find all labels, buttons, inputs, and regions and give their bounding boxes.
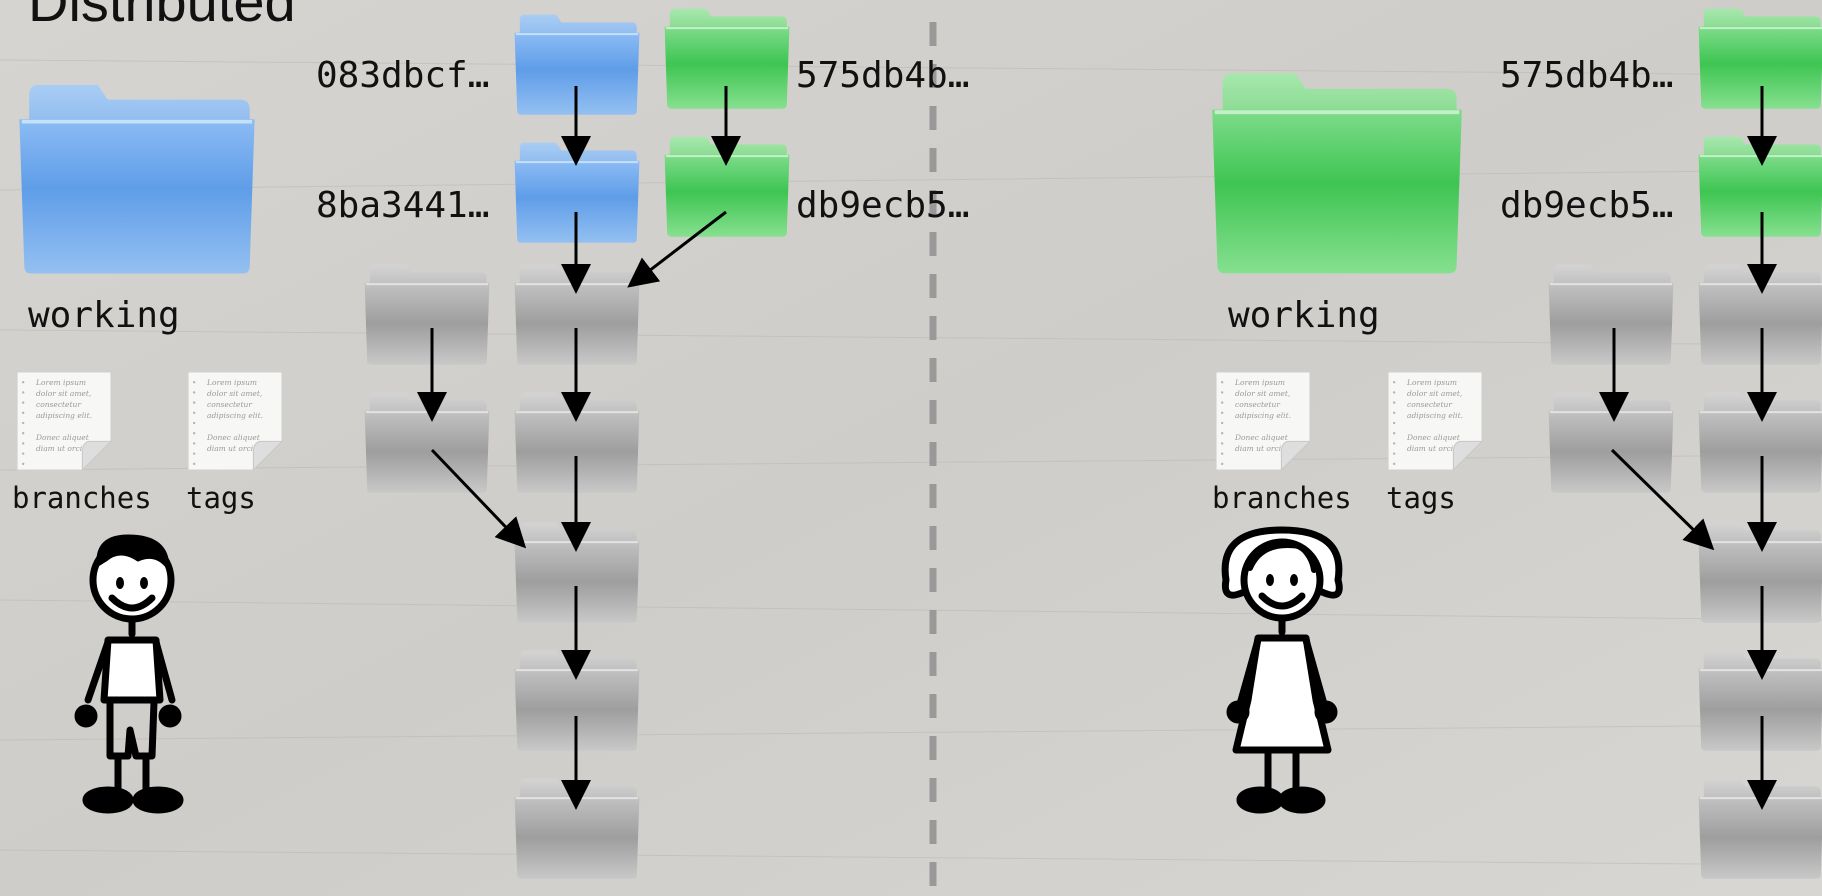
doc-text-line: consectetur <box>36 400 81 409</box>
doc-text-line: Lorem ipsum <box>1406 378 1457 387</box>
branch-folder-gray-right-2 <box>1547 391 1675 494</box>
right-arrows <box>1599 86 1777 810</box>
commit-folder-gray-right-1 <box>1697 263 1822 366</box>
tags-doc-icon-right: Lorem ipsum dolor sit amet, consectetur adi… <box>1387 371 1483 471</box>
branches-label: branches <box>12 481 152 515</box>
commit-folder-gray-right-5 <box>1697 777 1822 880</box>
tags-doc-icon: Lorem ipsum dolor sit amet, consectetur adi… <box>187 371 283 471</box>
doc-text-line: adipiscing elit. <box>1235 411 1291 420</box>
doc-text-line: Lorem ipsum <box>35 378 86 387</box>
commit-label-083dbcf: 083dbcf… <box>316 55 490 96</box>
commit-folder-db9ecb5-right <box>1697 135 1822 238</box>
working-folder-icon-right <box>1210 71 1464 276</box>
boy-figure-icon <box>74 534 184 814</box>
doc-text-line: dolor sit amet, <box>1235 389 1290 398</box>
working-label: working <box>28 295 180 336</box>
doc-text-line: Donec aliquet <box>35 433 90 442</box>
remote-commit-label-db9ecb5: db9ecb5… <box>796 185 970 226</box>
branches-doc-icon: Lorem ipsum dolor sit amet, consectetur adi… <box>16 371 112 471</box>
doc-text-line: diam ut orci <box>36 444 83 453</box>
doc-text-line: Donec aliquet <box>1234 433 1289 442</box>
branches-doc-icon-right: Lorem ipsum dolor sit amet, consectetur adi… <box>1215 371 1311 471</box>
working-label-right: working <box>1228 295 1380 336</box>
branch-folder-gray-right-1 <box>1547 263 1675 366</box>
doc-text-line: adipiscing elit. <box>36 411 92 420</box>
branch-folder-gray-1 <box>363 263 491 366</box>
doc-text-line: Donec aliquet <box>1406 433 1461 442</box>
tags-label: tags <box>186 481 256 515</box>
girl-figure-icon <box>1221 526 1343 814</box>
doc-text-line: diam ut orci <box>207 444 254 453</box>
doc-text-line: Donec aliquet <box>206 433 261 442</box>
doc-text-line: adipiscing elit. <box>207 411 263 420</box>
remote-commit-label-575db4b: 575db4b… <box>796 55 970 96</box>
branches-label-right: branches <box>1212 481 1352 515</box>
slide-title: Distributed <box>28 0 296 33</box>
doc-text-line: Lorem ipsum <box>1234 378 1285 387</box>
commit-label-575db4b-right: 575db4b… <box>1500 55 1674 96</box>
working-folder-icon <box>17 82 257 276</box>
left-arrows <box>417 86 741 810</box>
doc-text-line: adipiscing elit. <box>1407 411 1463 420</box>
commit-label-db9ecb5-right: db9ecb5… <box>1500 185 1674 226</box>
branch-folder-gray-2 <box>363 391 491 494</box>
commit-folder-gray-right-2 <box>1697 391 1822 494</box>
doc-text-line: diam ut orci <box>1235 444 1282 453</box>
doc-text-line: diam ut orci <box>1407 444 1454 453</box>
commit-label-8ba3441: 8ba3441… <box>316 185 490 226</box>
tags-label-right: tags <box>1386 481 1456 515</box>
commit-folder-gray-right-4 <box>1697 649 1822 752</box>
doc-text-line: consectetur <box>1407 400 1452 409</box>
doc-text-line: consectetur <box>1235 400 1280 409</box>
commit-folder-575db4b-right <box>1697 7 1822 110</box>
doc-text-line: dolor sit amet, <box>1407 389 1462 398</box>
doc-text-line: dolor sit amet, <box>36 389 91 398</box>
commit-folder-gray-right-3 <box>1697 521 1822 624</box>
doc-text-line: Lorem ipsum <box>206 378 257 387</box>
doc-text-line: dolor sit amet, <box>207 389 262 398</box>
doc-text-line: consectetur <box>207 400 252 409</box>
